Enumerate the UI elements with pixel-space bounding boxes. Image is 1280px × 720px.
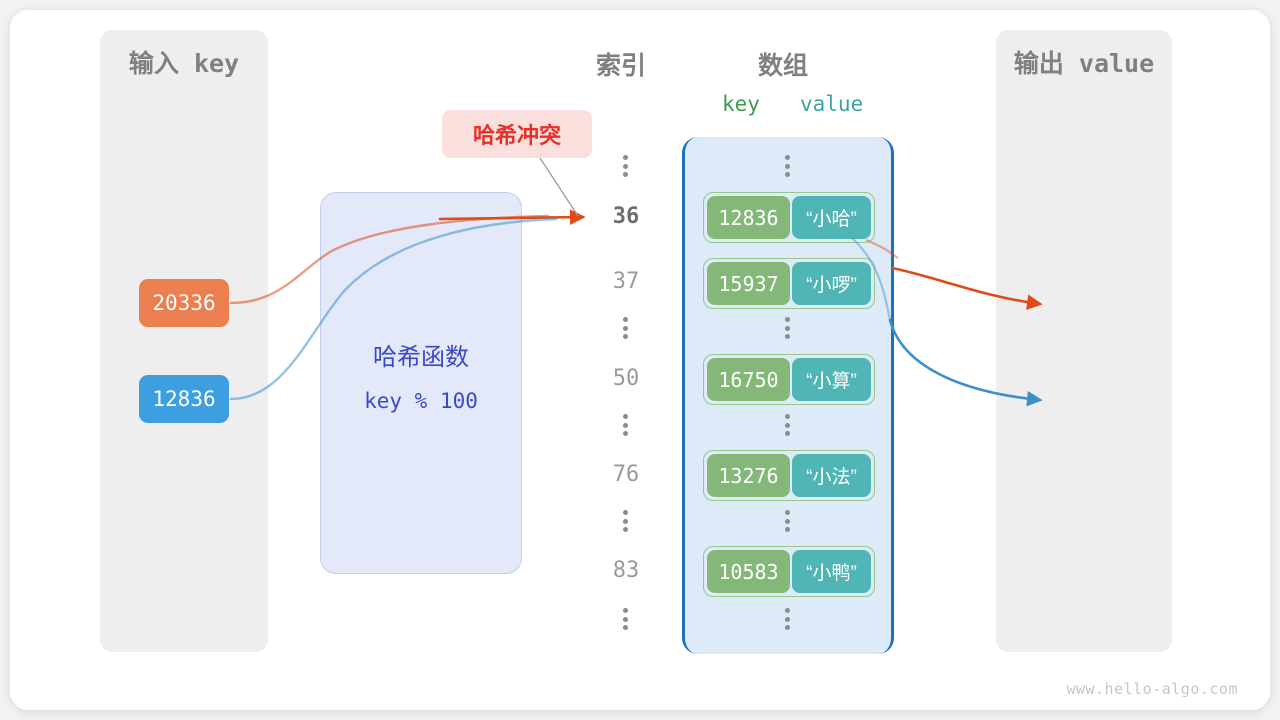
bucket-value: “小啰” xyxy=(792,262,871,305)
index-ellipsis-top xyxy=(623,155,628,177)
table-row: 15937 “小啰” xyxy=(703,258,875,309)
hash-function-title: 哈希函数 xyxy=(373,344,469,371)
index-column-heading: 索引 xyxy=(596,52,647,80)
table-row: 13276 “小法” xyxy=(703,450,875,501)
index-label-76: 76 xyxy=(612,462,640,487)
input-key-panel: 输入 key xyxy=(100,30,268,652)
bucket-value: “小算” xyxy=(792,358,871,401)
table-row: 12836 “小哈” xyxy=(703,192,875,243)
bucket-key: 16750 xyxy=(707,358,790,401)
array-column-heading: 数组 xyxy=(758,52,809,80)
bucket-value: “小法” xyxy=(792,454,871,497)
input-key-chip-20336: 20336 xyxy=(139,279,229,327)
bucket-key: 10583 xyxy=(707,550,790,593)
array-ellipsis-top xyxy=(785,155,790,177)
index-label-36: 36 xyxy=(612,204,640,229)
array-ellipsis-1 xyxy=(785,317,790,339)
index-ellipsis-1 xyxy=(623,317,628,339)
index-label-50: 50 xyxy=(612,366,640,391)
output-value-panel: 输出 value xyxy=(996,30,1172,652)
array-ellipsis-2 xyxy=(785,414,790,436)
key-column-label: key xyxy=(722,92,760,116)
bucket-key: 12836 xyxy=(707,196,790,239)
index-ellipsis-bottom xyxy=(623,608,628,630)
watermark: www.hello-algo.com xyxy=(1066,680,1238,698)
hash-function-formula: key % 100 xyxy=(364,389,478,413)
array-ellipsis-bottom xyxy=(785,608,790,630)
index-ellipsis-3 xyxy=(623,510,628,532)
value-column-label: value xyxy=(800,92,864,116)
bucket-key: 13276 xyxy=(707,454,790,497)
hash-function-box: 哈希函数 key % 100 xyxy=(320,192,522,574)
bucket-value: “小哈” xyxy=(792,196,871,239)
bucket-key: 15937 xyxy=(707,262,790,305)
bucket-value: “小鸭” xyxy=(792,550,871,593)
index-label-83: 83 xyxy=(612,558,640,583)
index-ellipsis-2 xyxy=(623,414,628,436)
output-panel-title: 输出 value xyxy=(1013,49,1155,78)
array-ellipsis-3 xyxy=(785,510,790,532)
index-label-37: 37 xyxy=(612,269,640,294)
input-panel-title: 输入 key xyxy=(128,49,240,78)
table-row: 16750 “小算” xyxy=(703,354,875,405)
input-key-chip-12836: 12836 xyxy=(139,375,229,423)
table-row: 10583 “小鸭” xyxy=(703,546,875,597)
hash-collision-badge: 哈希冲突 xyxy=(442,110,592,158)
